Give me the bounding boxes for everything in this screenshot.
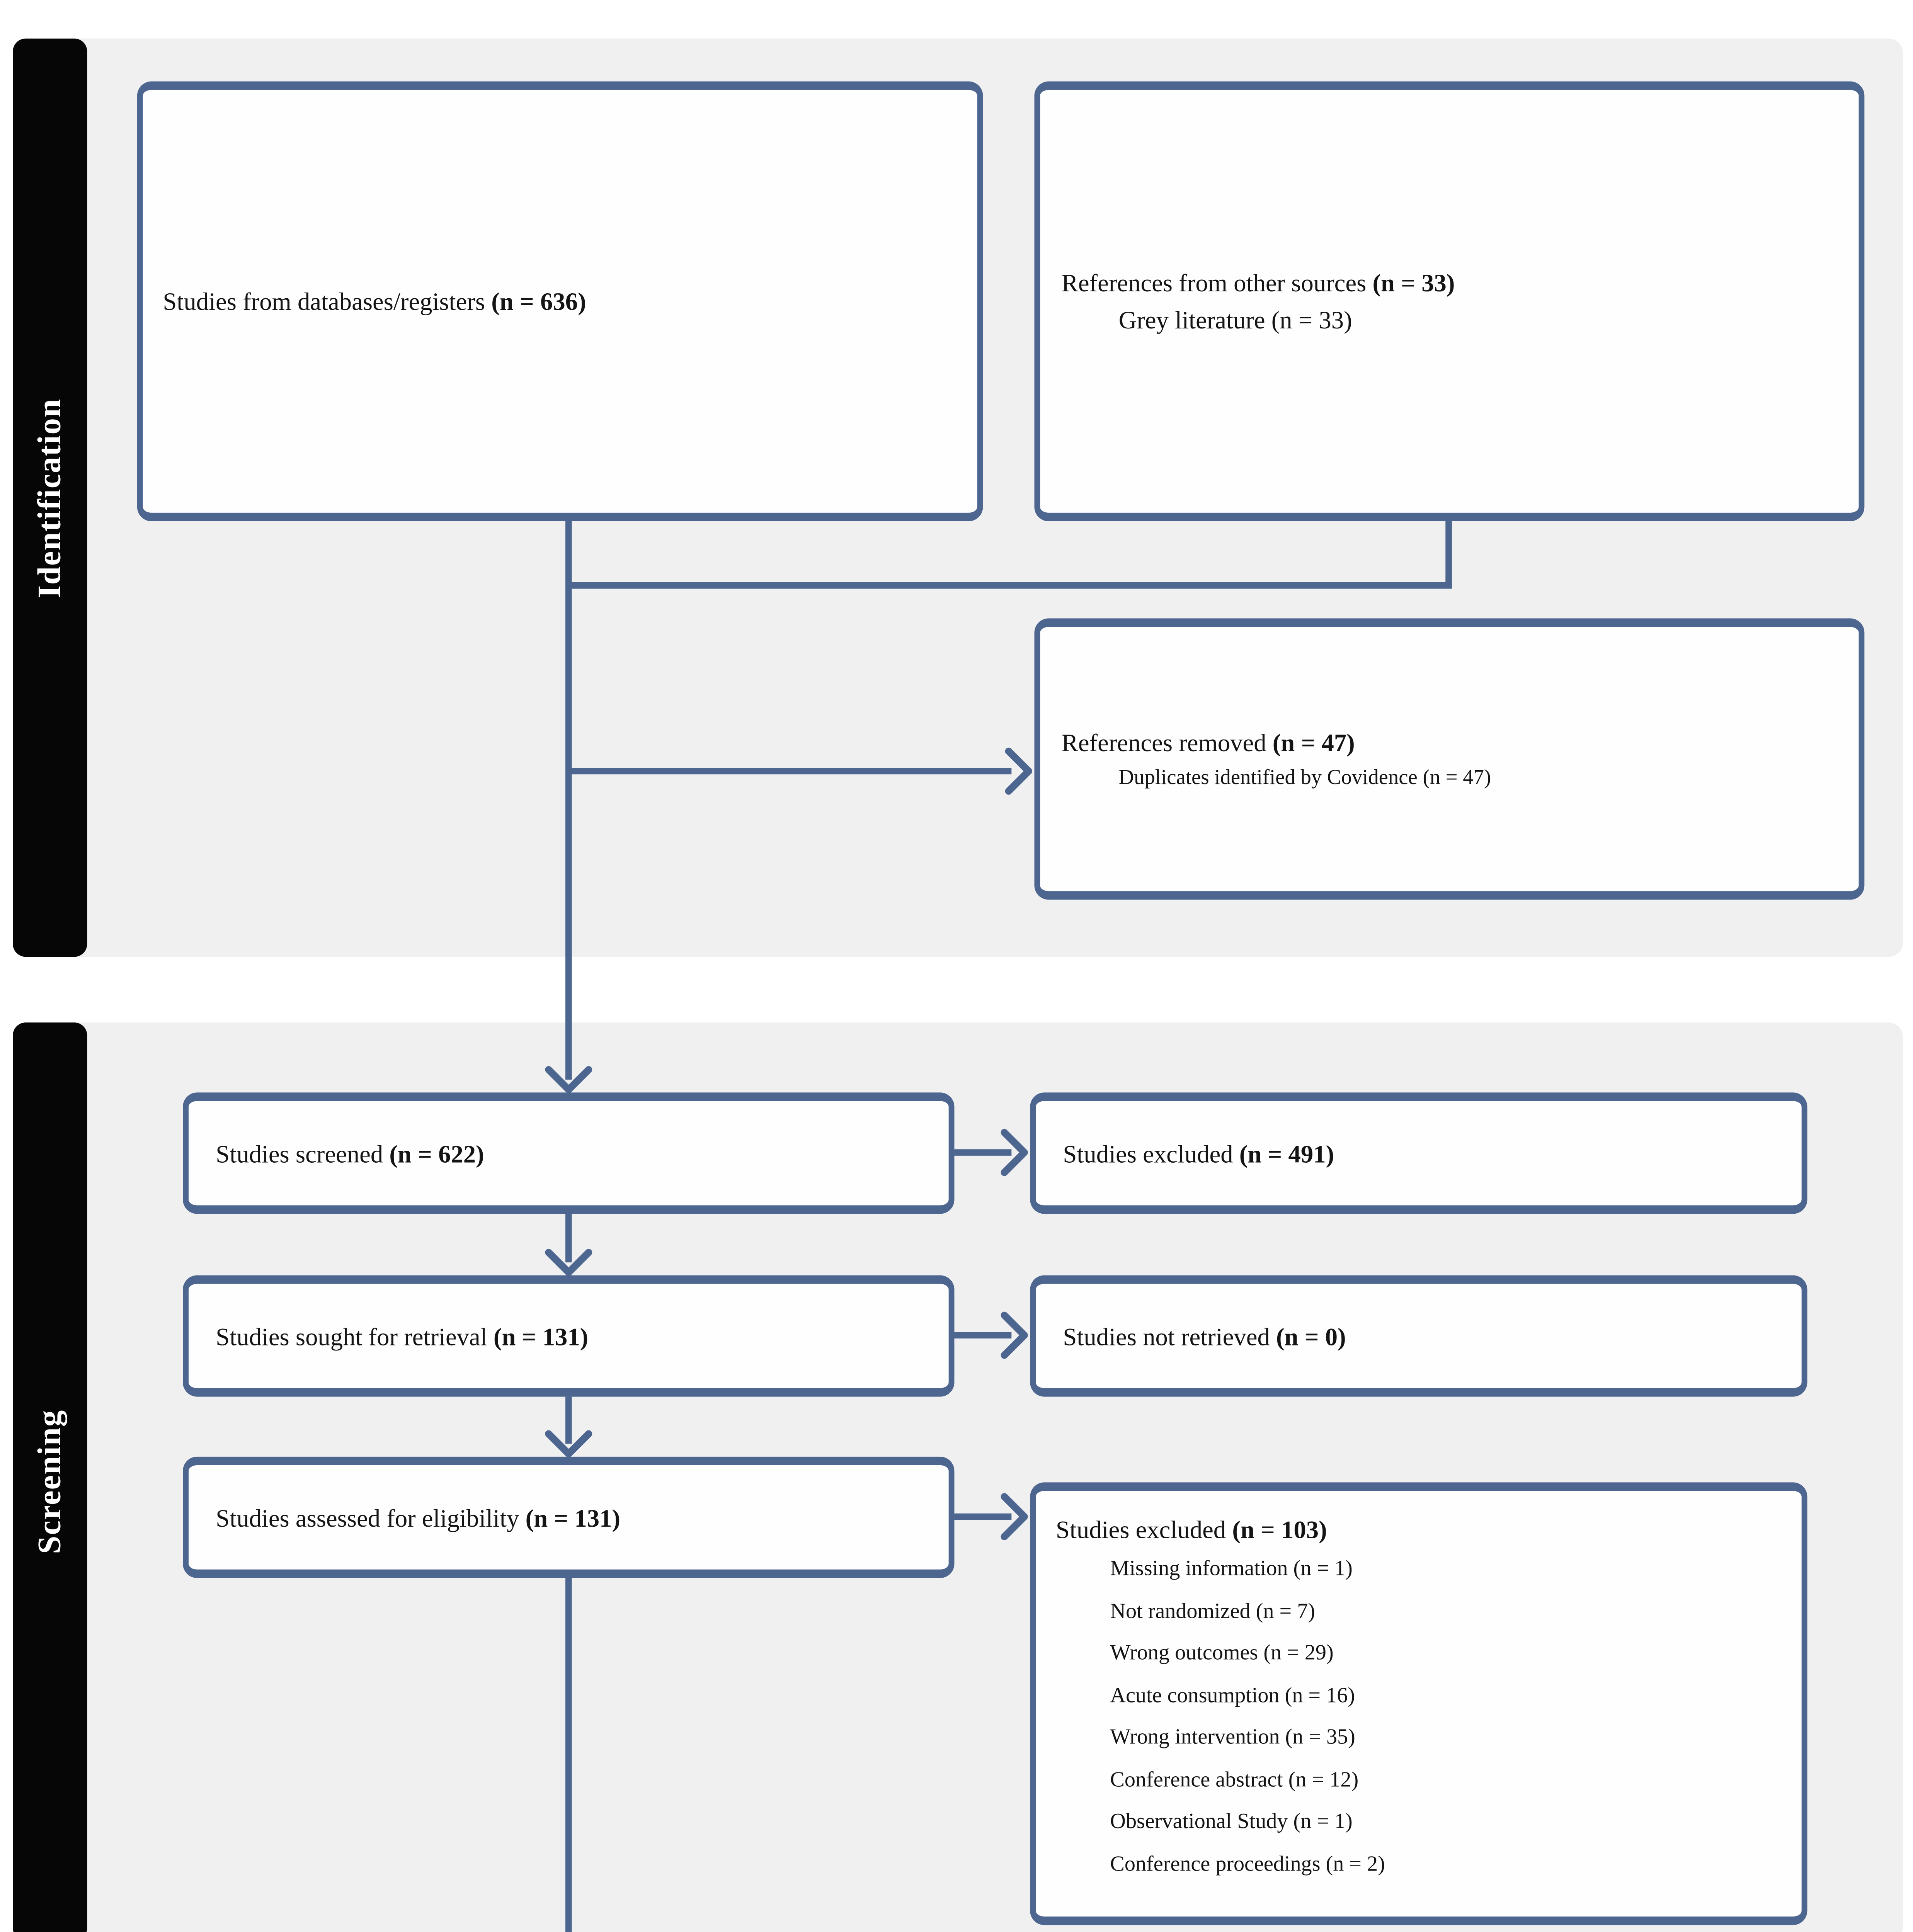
arrowhead-into-screened bbox=[545, 1066, 592, 1094]
box-references-other-sources: References from other sources (n = 33) G… bbox=[1034, 81, 1865, 522]
stage-bar-screening: Screening bbox=[13, 1022, 87, 1932]
exclusion-reason: Not randomized (n = 7) bbox=[1110, 1599, 1316, 1623]
arrowhead-into-sought bbox=[545, 1249, 592, 1276]
box-studies-assessed: Studies assessed for eligibility (n = 13… bbox=[183, 1456, 955, 1578]
exclusion-reason: Wrong intervention (n = 35) bbox=[1110, 1725, 1355, 1750]
box-studies-assessed-label: Studies assessed for eligibility (n = 13… bbox=[216, 1503, 621, 1532]
box-studies-excluded-screening: Studies excluded (n = 491) bbox=[1030, 1092, 1807, 1214]
box-studies-excluded-eligibility-label: Studies excluded (n = 103) bbox=[1055, 1515, 1327, 1544]
box-references-other-sources-label: References from other sources (n = 33) bbox=[1061, 268, 1455, 297]
exclusion-reason: Conference proceedings (n = 2) bbox=[1110, 1851, 1385, 1876]
box-references-removed-subline: Duplicates identified by Covidence (n = … bbox=[1118, 766, 1491, 789]
exclusion-reason: Missing information (n = 1) bbox=[1110, 1556, 1353, 1581]
exclusion-reason: Observational Study (n = 1) bbox=[1110, 1809, 1353, 1834]
exclusion-reason: Acute consumption (n = 16) bbox=[1110, 1683, 1355, 1708]
arrowhead-into-references-removed bbox=[1005, 747, 1032, 795]
box-studies-not-retrieved-label: Studies not retrieved (n = 0) bbox=[1063, 1321, 1346, 1350]
arrowhead-into-excluded-screened bbox=[1001, 1129, 1028, 1176]
box-studies-sought-label: Studies sought for retrieval (n = 131) bbox=[216, 1321, 589, 1350]
arrowhead-into-excluded-eligibility bbox=[1001, 1493, 1028, 1541]
box-studies-screened: Studies screened (n = 622) bbox=[183, 1092, 955, 1214]
box-studies-from-databases-label: Studies from databases/registers (n = 63… bbox=[163, 287, 586, 316]
box-studies-from-databases: Studies from databases/registers (n = 63… bbox=[137, 81, 983, 522]
exclusion-reason: Conference abstract (n = 12) bbox=[1110, 1767, 1359, 1792]
box-studies-screened-label: Studies screened (n = 622) bbox=[216, 1139, 484, 1168]
arrowhead-into-not-retrieved bbox=[1001, 1311, 1028, 1359]
box-studies-not-retrieved: Studies not retrieved (n = 0) bbox=[1030, 1275, 1807, 1397]
box-studies-sought: Studies sought for retrieval (n = 131) bbox=[183, 1275, 955, 1397]
box-references-removed-label: References removed (n = 47) bbox=[1061, 728, 1355, 756]
arrowhead-into-assessed bbox=[545, 1430, 592, 1458]
box-studies-excluded-eligibility: Studies excluded (n = 103) Missing infor… bbox=[1030, 1482, 1807, 1925]
exclusion-reason: Wrong outcomes (n = 29) bbox=[1110, 1641, 1334, 1665]
box-studies-excluded-screening-label: Studies excluded (n = 491) bbox=[1063, 1139, 1334, 1168]
connector-other-sources-merge bbox=[568, 521, 1452, 589]
box-references-removed: References removed (n = 47) Duplicates i… bbox=[1034, 618, 1865, 900]
box-references-other-sources-subline: Grey literature (n = 33) bbox=[1118, 305, 1352, 334]
stage-bar-identification: Identification bbox=[13, 38, 87, 957]
